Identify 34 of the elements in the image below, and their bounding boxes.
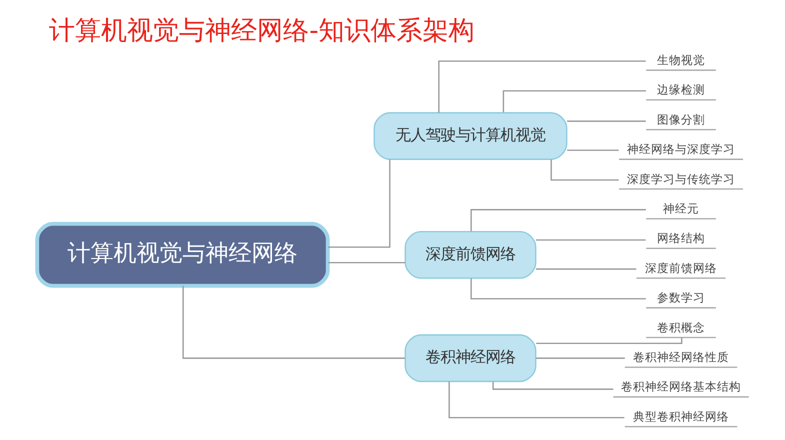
node-text: 卷积神经网络基本结构 [620, 380, 741, 394]
connector [536, 338, 682, 344]
node-text: 参数学习 [656, 290, 705, 305]
node-text: 神经元 [662, 202, 699, 216]
node-box: 卷积神经网络 [404, 334, 536, 382]
connector [566, 150, 618, 151]
node-text: 卷积概念 [656, 320, 705, 334]
node-text: 深度学习与传统学习 [626, 172, 735, 186]
connector [438, 60, 646, 113]
node-text: 神经网络与深度学习 [626, 142, 735, 156]
connector [535, 358, 624, 359]
node-text: 图像分割 [656, 112, 705, 126]
connector [535, 239, 646, 241]
connector [470, 209, 646, 232]
node-text: 深度前馈网络 [644, 260, 717, 275]
connector [448, 382, 624, 418]
connector [566, 120, 646, 122]
node-text: 卷积神经网络性质 [632, 350, 729, 364]
node-box: 计算机视觉与神经网络 [34, 222, 330, 288]
connector [492, 382, 613, 390]
node-text: 典型卷积神经网络 [632, 409, 729, 424]
connector [502, 90, 646, 112]
connector [535, 268, 636, 270]
connector [328, 160, 390, 248]
node-text: 生物视觉 [656, 52, 705, 67]
connector [328, 262, 404, 264]
node-text: 网络结构 [656, 231, 705, 246]
node-box: 深度前馈网络 [404, 230, 536, 279]
connector [550, 160, 618, 181]
node-text: 边缘检测 [656, 82, 705, 97]
connector [182, 286, 404, 359]
node-box: 无人驾驶与计算机视觉 [373, 112, 567, 160]
connector [470, 278, 646, 300]
diagram-title: 计算机视觉与神经网络-知识体系架构 [48, 16, 474, 46]
